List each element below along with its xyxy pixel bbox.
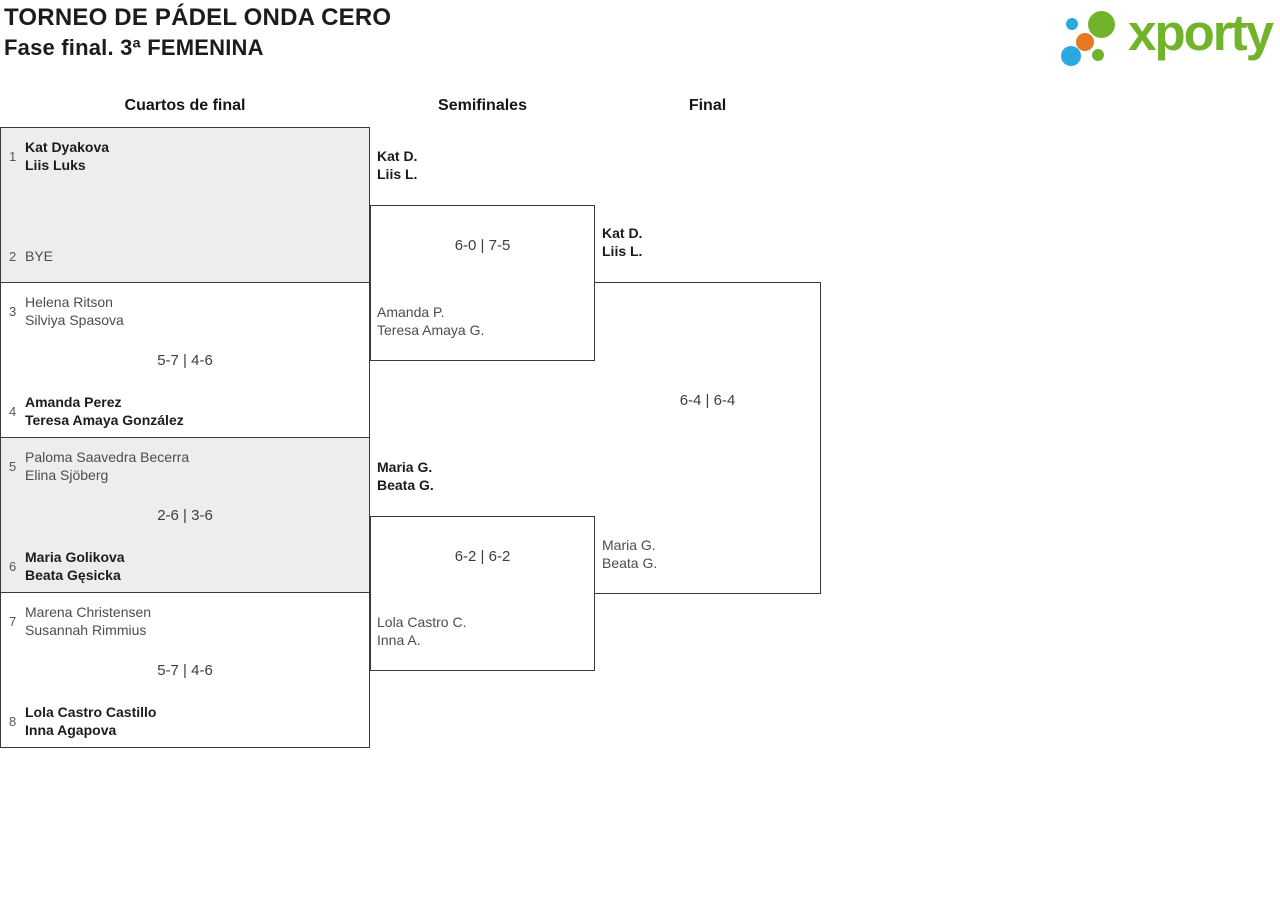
semifinal-1-top-team: Kat D. Liis L. xyxy=(377,148,418,182)
logo-dot-blue-large-icon xyxy=(1061,46,1082,66)
match-score: 5-7 | 4-6 xyxy=(157,662,213,679)
semifinal-1-score: 6-0 | 7-5 xyxy=(454,237,511,254)
semifinal-2-bottom-team: Lola Castro C. Inna A. xyxy=(377,614,467,648)
final-box xyxy=(594,282,821,594)
team-names: Marena Christensen Susannah Rimmius xyxy=(25,604,152,638)
team-row: 5 Paloma Saavedra Becerra Elina Sjöberg xyxy=(9,448,361,484)
seed: 6 xyxy=(9,558,17,574)
seed: 1 xyxy=(9,148,17,164)
logo-dot-green-small-icon xyxy=(1092,49,1105,61)
round-header-semifinales: Semifinales xyxy=(438,97,527,114)
team-names: Helena Ritson Silviya Spasova xyxy=(25,294,124,328)
semifinal-1-bottom-team: Amanda P. Teresa Amaya G. xyxy=(377,304,485,338)
match-score: 5-7 | 4-6 xyxy=(157,352,213,369)
quarterfinal-match-3: 5 Paloma Saavedra Becerra Elina Sjöberg … xyxy=(0,437,370,593)
team-names: BYE xyxy=(25,248,54,264)
team-names: Maria Golikova Beata Gęsicka xyxy=(25,549,125,583)
final-top-team: Kat D. Liis L. xyxy=(602,225,643,259)
logo-dot-orange-icon xyxy=(1076,33,1095,51)
team-names: Paloma Saavedra Becerra Elina Sjöberg xyxy=(25,449,190,483)
team-row: 2 BYE xyxy=(9,238,361,274)
team-row: 1 Kat Dyakova Liis Luks xyxy=(9,138,361,174)
seed: 2 xyxy=(9,248,17,264)
semifinal-2-top-team: Maria G. Beata G. xyxy=(377,459,434,493)
team-names: Kat Dyakova Liis Luks xyxy=(25,139,110,173)
match-score xyxy=(9,197,361,215)
round-header-final: Final xyxy=(688,97,727,114)
semifinal-2-score: 6-2 | 6-2 xyxy=(454,548,511,565)
final-score: 6-4 | 6-4 xyxy=(679,392,736,409)
team-names: Lola Castro Castillo Inna Agapova xyxy=(25,704,157,738)
seed: 4 xyxy=(9,403,17,419)
team-names: Amanda Perez Teresa Amaya González xyxy=(25,394,184,428)
xporty-brand-text: xporty xyxy=(1128,3,1274,61)
team-row: 6 Maria Golikova Beata Gęsicka xyxy=(9,548,361,584)
quarterfinal-match-4: 7 Marena Christensen Susannah Rimmius 5-… xyxy=(0,592,370,748)
team-row: 3 Helena Ritson Silviya Spasova xyxy=(9,293,361,329)
team-row: 4 Amanda Perez Teresa Amaya González xyxy=(9,393,361,429)
final-bottom-team: Maria G. Beata G. xyxy=(602,537,658,571)
match-score: 2-6 | 3-6 xyxy=(157,507,213,524)
team-row: 8 Lola Castro Castillo Inna Agapova xyxy=(9,703,361,739)
seed: 3 xyxy=(9,303,17,319)
round-header-cuartos: Cuartos de final xyxy=(124,97,246,114)
xporty-logo: xporty xyxy=(1056,2,1274,70)
seed: 7 xyxy=(9,613,17,629)
seed: 8 xyxy=(9,713,17,729)
page-subtitle: Fase final. 3ª FEMENINA xyxy=(4,35,264,60)
logo-dot-blue-small-icon xyxy=(1066,18,1079,30)
header: TORNEO DE PÁDEL ONDA CERO Fase final. 3ª… xyxy=(4,2,391,62)
logo-dot-green-large-icon xyxy=(1088,11,1116,38)
team-row: 7 Marena Christensen Susannah Rimmius xyxy=(9,603,361,639)
xporty-dots-icon xyxy=(1056,3,1120,69)
semifinal-1-box xyxy=(370,205,595,361)
quarterfinal-match-1: 1 Kat Dyakova Liis Luks 2 BYE xyxy=(0,127,370,283)
quarterfinal-match-2: 3 Helena Ritson Silviya Spasova 5-7 | 4-… xyxy=(0,282,370,438)
seed: 5 xyxy=(9,458,17,474)
page-title: TORNEO DE PÁDEL ONDA CERO xyxy=(4,4,392,31)
